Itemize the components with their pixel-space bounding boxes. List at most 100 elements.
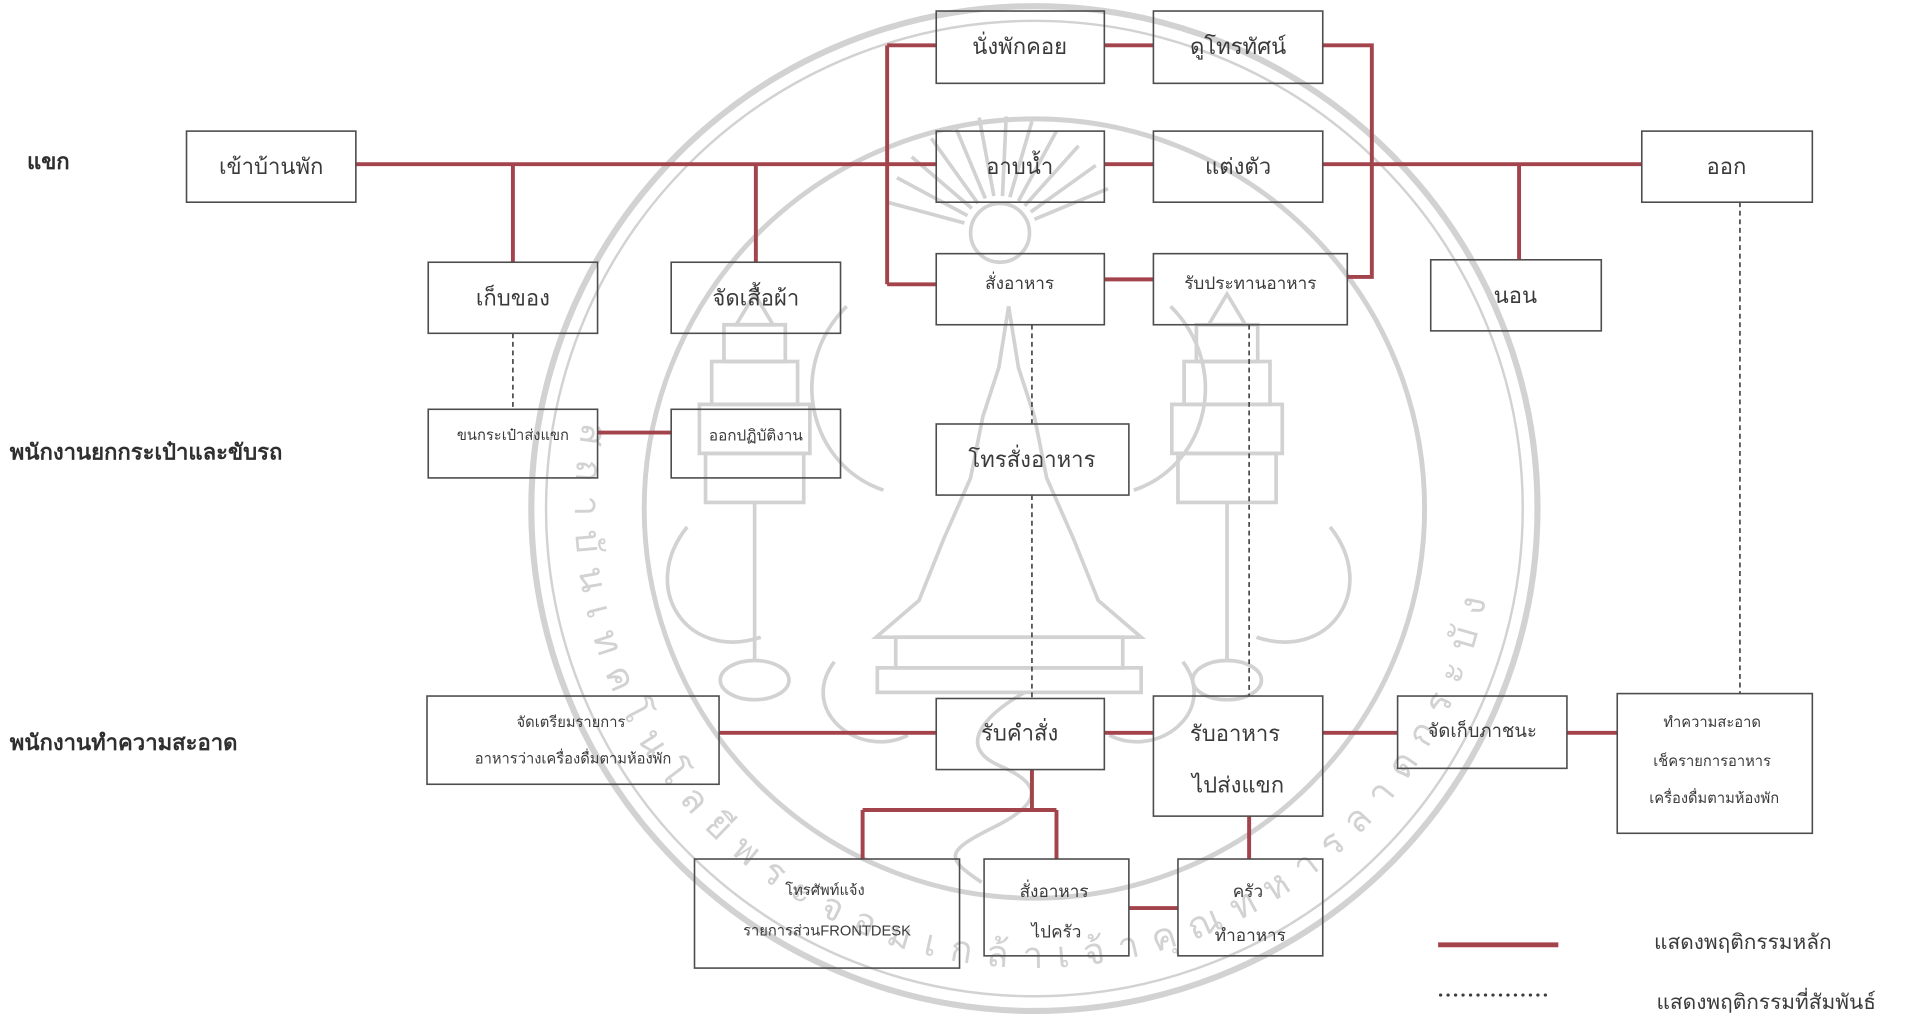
node-phone-order: โทรสั่งอาหาร xyxy=(935,423,1130,496)
seal-left-flourish xyxy=(665,305,909,744)
node-frame xyxy=(935,10,1106,85)
node-frame xyxy=(185,130,357,203)
lane-label-bellboy-driver: พนักงานยกกระเป๋าและขับรถ xyxy=(10,440,283,465)
node-label-line: รายการส่วนFRONTDESK xyxy=(743,923,911,939)
main-behavior-lines xyxy=(355,43,1642,910)
legend: แสดงพฤติกรรมหลัก แสดงพฤติกรรมที่สัมพันธ์ xyxy=(1438,931,1876,1014)
node-frame xyxy=(1152,695,1324,817)
lane-label-housekeeping: พนักงานทำความสะอาด xyxy=(10,730,238,755)
node-label: อาบน้ำ xyxy=(986,150,1053,179)
node-check-in: เข้าบ้านพัก xyxy=(185,130,357,203)
node-label-line: ครัว xyxy=(1233,881,1263,901)
seal-left-tower-vase xyxy=(718,658,791,702)
seal-right-tower-tier xyxy=(1176,451,1278,505)
node-eat: รับประทานอาหาร xyxy=(1152,252,1349,326)
node-watch-tv: ดูโทรทัศน์ xyxy=(1152,10,1324,85)
node-frame xyxy=(427,261,599,335)
node-notify-frontdesk: โทรศัพท์แจ้ง รายการส่วนFRONTDESK xyxy=(693,858,961,969)
legend-related-label: แสดงพฤติกรรมที่สัมพันธ์ xyxy=(1657,987,1876,1014)
node-frame xyxy=(1640,130,1814,203)
node-label: จัดเสื้อผ้า xyxy=(712,281,799,310)
node-label: ทำความสะอาด เช็ครายการอาหาร เครื่องดื่มต… xyxy=(1649,715,1779,807)
node-label-line: จัดเตรียมรายการ xyxy=(517,714,626,731)
node-frame xyxy=(1152,252,1349,326)
node-frame xyxy=(935,423,1130,496)
node-label-line: เช็ครายการอาหาร xyxy=(1653,751,1771,770)
node-dress: แต่งตัว xyxy=(1152,130,1324,203)
seal-right-tower-vase xyxy=(1190,658,1264,702)
node-carry-luggage: ขนกระเป๋าส่งแขก xyxy=(427,408,599,479)
node-label: เข้าบ้านพัก xyxy=(219,154,323,179)
node-arrange-clothes: จัดเสื้อผ้า xyxy=(670,261,842,335)
node-label-line: ทำอาหาร xyxy=(1215,925,1286,945)
node-frame xyxy=(426,695,720,786)
node-prepare-menu: จัดเตรียมรายการ อาหารว่างเครื่องดื่มตามห… xyxy=(426,695,720,786)
node-label: นอน xyxy=(1494,283,1537,308)
node-label: ครัว ทำอาหาร xyxy=(1215,881,1286,945)
node-wait: นั่งพักคอย xyxy=(935,10,1106,85)
seal-stupa-base-upper xyxy=(893,635,1125,670)
node-label: เก็บของ xyxy=(476,283,550,310)
node-frame xyxy=(1152,130,1324,203)
legend-main-label: แสดงพฤติกรรมหลัก xyxy=(1654,931,1832,954)
seal-right-tower-tier xyxy=(1182,359,1272,407)
seal-right-flourish xyxy=(1108,305,1352,744)
node-frame xyxy=(935,130,1106,203)
node-frame xyxy=(1429,258,1603,332)
node-collect-dishes: จัดเก็บภาชนะ xyxy=(1396,695,1568,770)
node-order-food: สั่งอาหาร xyxy=(935,252,1106,326)
seal-right-tower-spire xyxy=(1205,290,1249,327)
node-frame xyxy=(670,408,842,479)
node-label: ขนกระเป๋าส่งแขก xyxy=(457,427,569,444)
node-frame xyxy=(1396,695,1568,770)
node-frame xyxy=(935,252,1106,326)
node-sleep: นอน xyxy=(1429,258,1603,332)
node-frame xyxy=(983,858,1130,957)
node-frame xyxy=(427,408,599,479)
node-label: โทรสั่งอาหาร xyxy=(968,444,1095,472)
node-label: สั่งอาหาร xyxy=(985,271,1054,293)
node-label-line: ไปส่งแขก xyxy=(1190,772,1284,797)
seal-middle-ring xyxy=(544,19,1524,998)
node-label-line: อาหารว่างเครื่องดื่มตามห้องพัก xyxy=(475,749,672,768)
node-leave: ออก xyxy=(1640,130,1814,203)
node-label-line: ทำความสะอาด xyxy=(1663,715,1761,731)
main-flow-line xyxy=(860,769,1059,860)
node-deliver-food: รับอาหาร ไปส่งแขก xyxy=(1152,695,1324,817)
node-label-line: ไปครัว xyxy=(1030,921,1082,941)
seal-left-tower-tier xyxy=(722,322,788,364)
node-frame xyxy=(1616,692,1814,835)
node-clean-check: ทำความสะอาด เช็ครายการอาหาร เครื่องดื่มต… xyxy=(1616,692,1814,835)
main-flow-line xyxy=(1322,43,1374,279)
node-store-items: เก็บของ xyxy=(427,261,599,335)
seal-sun-icon xyxy=(968,201,1032,265)
node-kitchen-cook: ครัว ทำอาหาร xyxy=(1177,858,1324,957)
seal-inner-ring xyxy=(641,116,1428,901)
node-label: ออก xyxy=(1707,154,1747,179)
node-receive-order: รับคำสั่ง xyxy=(935,697,1106,771)
related-behavior-lines xyxy=(512,202,1741,699)
node-label: โทรศัพท์แจ้ง รายการส่วนFRONTDESK xyxy=(743,881,911,939)
seal-left-tower-tier xyxy=(709,359,800,407)
node-label-line: สั่งอาหาร xyxy=(1020,879,1089,901)
node-label: แต่งตัว xyxy=(1205,154,1271,179)
seal-stupa-base-lower xyxy=(875,666,1143,695)
node-label-line: เครื่องดื่มตามห้องพัก xyxy=(1649,788,1779,807)
node-label: รับคำสั่ง xyxy=(981,717,1058,745)
node-bathe: อาบน้ำ xyxy=(935,130,1106,203)
node-label: นั่งพักคอย xyxy=(972,31,1067,59)
node-order-to-kitchen: สั่งอาหาร ไปครัว xyxy=(983,858,1130,957)
node-label: จัดเตรียมรายการ อาหารว่างเครื่องดื่มตามห… xyxy=(475,714,672,768)
node-label: ดูโทรทัศน์ xyxy=(1190,34,1287,60)
main-flow-line xyxy=(885,43,937,287)
seal-outer-ring xyxy=(528,3,1541,1015)
node-label: สั่งอาหาร ไปครัว xyxy=(1020,879,1094,941)
node-label: จัดเก็บภาชนะ xyxy=(1428,719,1537,741)
node-frame xyxy=(693,858,961,969)
node-label-line: โทรศัพท์แจ้ง xyxy=(785,881,865,899)
node-frame xyxy=(935,697,1106,771)
seal-sun-rays xyxy=(886,116,1109,225)
node-go-to-work: ออกปฏิบัติงาน xyxy=(670,408,842,479)
node-frame xyxy=(670,261,842,335)
